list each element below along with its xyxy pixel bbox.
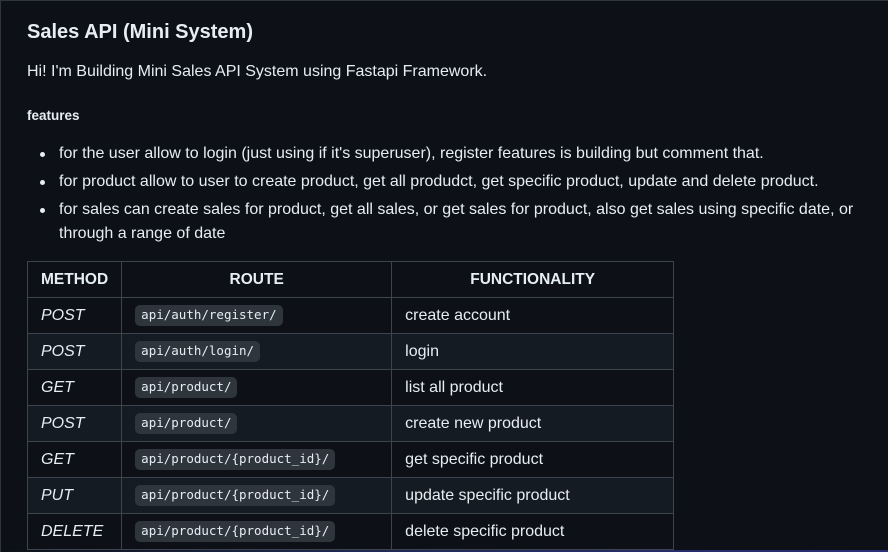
feature-item-product: for product allow to user to create prod… (27, 170, 857, 194)
routes-table: METHOD ROUTE FUNCTIONALITY POST api/auth… (26, 261, 675, 550)
header-functionality: FUNCTIONALITY (391, 261, 675, 298)
row-functionality: create new product (391, 405, 675, 442)
route-code: api/product/ (135, 377, 238, 398)
row-method: PUT (26, 477, 123, 514)
row-route-cell: api/product/{product_id}/ (121, 477, 393, 514)
header-method: METHOD (26, 261, 123, 298)
header-route: ROUTE (121, 261, 393, 298)
feature-item-sales: for sales can create sales for product, … (27, 198, 857, 245)
row-functionality: delete specific product (391, 513, 675, 550)
table-header-row: METHOD ROUTE FUNCTIONALITY (26, 261, 675, 298)
row-route-cell: api/product/{product_id}/ (121, 513, 393, 550)
row-method: GET (26, 441, 123, 478)
route-code: api/auth/register/ (135, 305, 283, 326)
row-route-cell: api/product/ (121, 369, 393, 406)
table-row: GET api/product/ list all product (26, 369, 675, 406)
row-route-cell: api/auth/register/ (121, 297, 393, 334)
row-method: POST (26, 333, 123, 370)
row-method: GET (26, 369, 123, 406)
row-route-cell: api/product/{product_id}/ (121, 441, 393, 478)
route-code: api/product/ (135, 413, 238, 434)
table-row: POST api/product/ create new product (26, 405, 675, 442)
row-functionality: update specific product (391, 477, 675, 514)
table-row: POST api/auth/register/ create account (26, 297, 675, 334)
row-functionality: get specific product (391, 441, 675, 478)
table-row: GET api/product/{product_id}/ get specif… (26, 441, 675, 478)
bottom-scroll-strip (1, 550, 888, 552)
feature-item-user: for the user allow to login (just using … (27, 142, 857, 166)
page-title: Sales API (Mini System) (27, 21, 253, 43)
row-route-cell: api/auth/login/ (121, 333, 393, 370)
table-row: PUT api/product/{product_id}/ update spe… (26, 477, 675, 514)
row-functionality: create account (391, 297, 675, 334)
route-code: api/auth/login/ (135, 341, 261, 362)
table-row: DELETE api/product/{product_id}/ delete … (26, 513, 675, 550)
row-method: DELETE (26, 513, 123, 550)
row-method: POST (26, 297, 123, 334)
table-row: POST api/auth/login/ login (26, 333, 675, 370)
row-functionality: login (391, 333, 675, 370)
row-method: POST (26, 405, 123, 442)
route-code: api/product/{product_id}/ (135, 485, 336, 506)
route-code: api/product/{product_id}/ (135, 449, 336, 470)
features-heading: features (27, 108, 80, 123)
features-list: for the user allow to login (just using … (27, 142, 857, 250)
row-route-cell: api/product/ (121, 405, 393, 442)
route-code: api/product/{product_id}/ (135, 521, 336, 542)
intro-paragraph: Hi! I'm Building Mini Sales API System u… (27, 63, 488, 80)
row-functionality: list all product (391, 369, 675, 406)
